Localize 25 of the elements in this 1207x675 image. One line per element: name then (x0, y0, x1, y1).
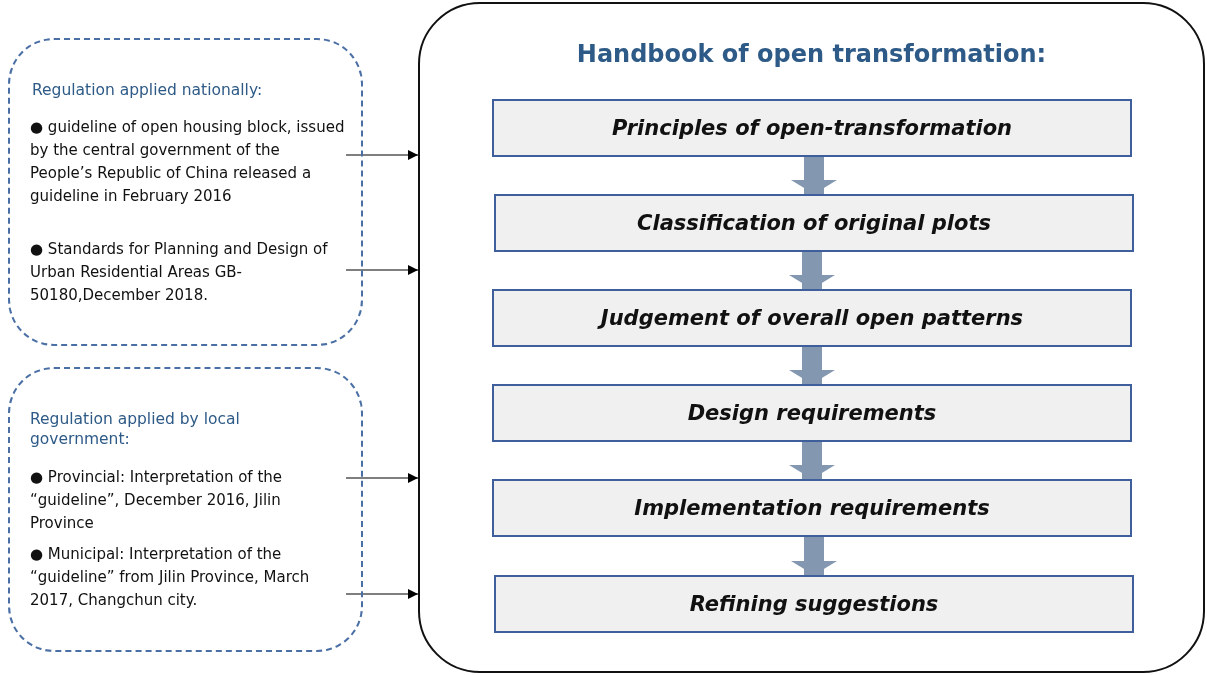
bullet-text: ● Municipal: Interpretation of the “guideline” from Jilin Province, March 2017, Changchun city. (30, 543, 346, 612)
process-box: Refining suggestions (494, 575, 1134, 633)
arrow (345, 589, 419, 599)
process-box: Classification of original plots (494, 194, 1134, 252)
arrow (345, 150, 419, 160)
arrow (345, 265, 419, 275)
process-box: Design requirements (492, 384, 1132, 442)
arrow (791, 157, 837, 194)
rounded-container-box (418, 2, 1205, 673)
process-box: Principles of open-transformation (492, 99, 1132, 157)
bullet-text: ● guideline of open housing block, issued by the central government of the People’s Republic of China released a guideline in February 2016 (30, 116, 346, 208)
process-box: Implementation requirements (492, 479, 1132, 537)
arrow (789, 347, 835, 384)
process-box: Judgement of overall open patterns (492, 289, 1132, 347)
container-heading: Handbook of open transformation: (575, 40, 1048, 68)
arrow (791, 537, 837, 575)
bullet-text: ● Provincial: Interpretation of the “guideline”, December 2016, Jilin Province (30, 466, 346, 535)
dashed-group-box (8, 367, 363, 652)
arrow (789, 442, 835, 479)
dashed-group-box (8, 38, 363, 346)
arrow (345, 473, 419, 483)
bullet-text: ● Standards for Planning and Design of Urban Residential Areas GB-50180,December 2018. (30, 238, 346, 307)
group-heading: Regulation applied by local government: (30, 409, 241, 450)
group-heading: Regulation applied nationally: (32, 80, 264, 101)
arrow (789, 252, 835, 289)
